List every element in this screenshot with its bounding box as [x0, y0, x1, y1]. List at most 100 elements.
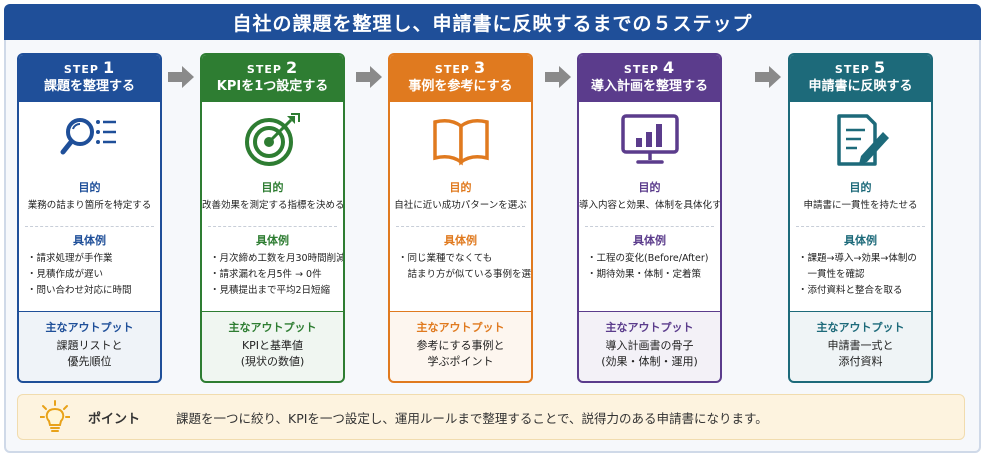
output-line: 申請書一式と [827, 339, 894, 352]
purpose-text: 業務の詰まり箇所を特定する [27, 200, 152, 211]
example-item: ・工程の変化(Before/After) [587, 253, 709, 264]
arrow-right-icon [356, 66, 382, 88]
output-text: 申請書一式と添付資料 [828, 338, 894, 370]
examples-list: ・課題→導入→効果→体制の 一貫性を確認・添付資料と整合を取る [790, 249, 931, 299]
output-line: 課題リストと [56, 339, 123, 352]
example-item: ・課題→導入→効果→体制の [798, 253, 917, 264]
purpose-heading: 目的 [261, 181, 284, 194]
output-line: 参考にする事例と [416, 339, 505, 352]
step-icon-area [19, 102, 160, 178]
example-item: ・月次締め工数を月30時間削減 [210, 253, 345, 264]
step-icon-area [790, 102, 931, 178]
examples-heading: 具体例 [256, 234, 289, 247]
magnifier-list-icon [60, 118, 116, 155]
output-line: (現状の数値) [240, 355, 305, 368]
output-line: 優先順位 [67, 355, 112, 368]
output-section: 主なアウトプット 参考にする事例と学ぶポイント [390, 311, 531, 381]
step-word: STEP [246, 63, 282, 76]
examples-section: 具体例 ・課題→導入→効果→体制の 一貫性を確認・添付資料と整合を取る [790, 227, 931, 315]
purpose-text: 自社に近い成功パターンを選ぶ [394, 200, 527, 211]
purpose-section: 目的 業務の詰まり箇所を特定する [19, 178, 160, 226]
examples-section: 具体例 ・月次締め工数を月30時間削減・請求漏れを月5件 → 0件・見積提出まで… [202, 227, 343, 315]
examples-heading: 具体例 [844, 234, 877, 247]
examples-heading: 具体例 [444, 234, 477, 247]
lightbulb-icon [40, 400, 70, 432]
example-item: ・同じ業種でなくても [398, 253, 493, 264]
output-heading: 主なアウトプット [228, 321, 317, 334]
example-item: 一貫性を確認 [798, 269, 865, 280]
point-bar: ポイント 課題を一つに絞り、KPIを一つ設定し、運用ルールまで整理することで、説… [17, 394, 965, 440]
purpose-heading: 目的 [78, 181, 101, 194]
output-line: 導入計画書の骨子 [605, 339, 694, 352]
example-item: ・添付資料と整合を取る [798, 285, 903, 296]
purpose-section: 目的 改善効果を測定する指標を決める [202, 178, 343, 226]
output-text: 参考にする事例と学ぶポイント [416, 338, 504, 370]
point-text: 課題を一つに絞り、KPIを一つ設定し、運用ルールまで整理することで、説得力のある… [176, 410, 768, 426]
step-word: STEP [834, 63, 870, 76]
purpose-section: 目的 申請書に一貫性を持たせる [790, 178, 931, 226]
step-icon-area [579, 102, 720, 178]
divider [208, 226, 337, 227]
target-icon [244, 113, 300, 166]
example-item: ・請求漏れを月5件 → 0件 [210, 269, 322, 280]
arrow-right-icon [545, 66, 571, 88]
purpose-section: 目的 導入内容と効果、体制を具体化する [579, 178, 720, 226]
output-text: 導入計画書の骨子 (効果・体制・運用) [601, 338, 698, 370]
step-word: STEP [63, 63, 99, 76]
step-number: 5 [873, 58, 887, 77]
divider [25, 226, 154, 227]
examples-section: 具体例 ・同じ業種でなくても 詰まり方が似ている事例を選ぶ [390, 227, 531, 315]
examples-section: 具体例 ・工程の変化(Before/After)・期待効果・体制・定着策 [579, 227, 720, 315]
step-number: 2 [285, 58, 299, 77]
output-text: 課題リストと優先順位 [57, 338, 123, 370]
output-section: 主なアウトプット 申請書一式と添付資料 [790, 311, 931, 381]
step-word: STEP [434, 63, 470, 76]
purpose-text: 申請書に一貫性を持たせる [803, 200, 918, 211]
purpose-heading: 目的 [449, 181, 472, 194]
page-title: 自社の課題を整理し、申請書に反映するまでの５ステップ [232, 12, 753, 35]
output-heading: 主なアウトプット [416, 321, 505, 334]
step-number: 1 [102, 58, 116, 77]
examples-heading: 具体例 [633, 234, 666, 247]
document-pen-icon [836, 114, 889, 166]
purpose-heading: 目的 [638, 181, 661, 194]
example-item: ・見積作成が遅い [27, 269, 104, 280]
step-word: STEP [623, 63, 659, 76]
output-section: 主なアウトプット 課題リストと優先順位 [19, 311, 160, 381]
output-line: 添付資料 [838, 355, 883, 368]
example-item: ・見積提出まで平均2日短縮 [210, 285, 331, 296]
example-item: ・請求処理が手作業 [27, 253, 113, 264]
step-title: 課題を整理する [43, 79, 135, 94]
open-book-icon [432, 119, 489, 166]
example-item: ・問い合わせ対応に時間 [27, 285, 132, 296]
purpose-text: 導入内容と効果、体制を具体化する [579, 200, 722, 211]
output-text: KPIと基準値 (現状の数値) [241, 338, 305, 370]
examples-heading: 具体例 [73, 234, 106, 247]
output-line: (効果・体制・運用) [601, 355, 698, 368]
point-label: ポイント [88, 411, 141, 427]
output-line: KPIと基準値 [241, 339, 304, 352]
step-title: KPIを1つ設定する [216, 79, 329, 94]
step-number: 4 [662, 58, 676, 77]
step-icon-area [202, 102, 343, 178]
output-section: 主なアウトプット KPIと基準値 (現状の数値) [202, 311, 343, 381]
arrow-right-icon [168, 66, 194, 88]
examples-list: ・請求処理が手作業・見積作成が遅い・問い合わせ対応に時間 [19, 249, 160, 299]
title-bar: 自社の課題を整理し、申請書に反映するまでの５ステップ [4, 4, 981, 40]
purpose-text: 改善効果を測定する指標を決める [202, 200, 345, 211]
step-icon-area [390, 102, 531, 178]
